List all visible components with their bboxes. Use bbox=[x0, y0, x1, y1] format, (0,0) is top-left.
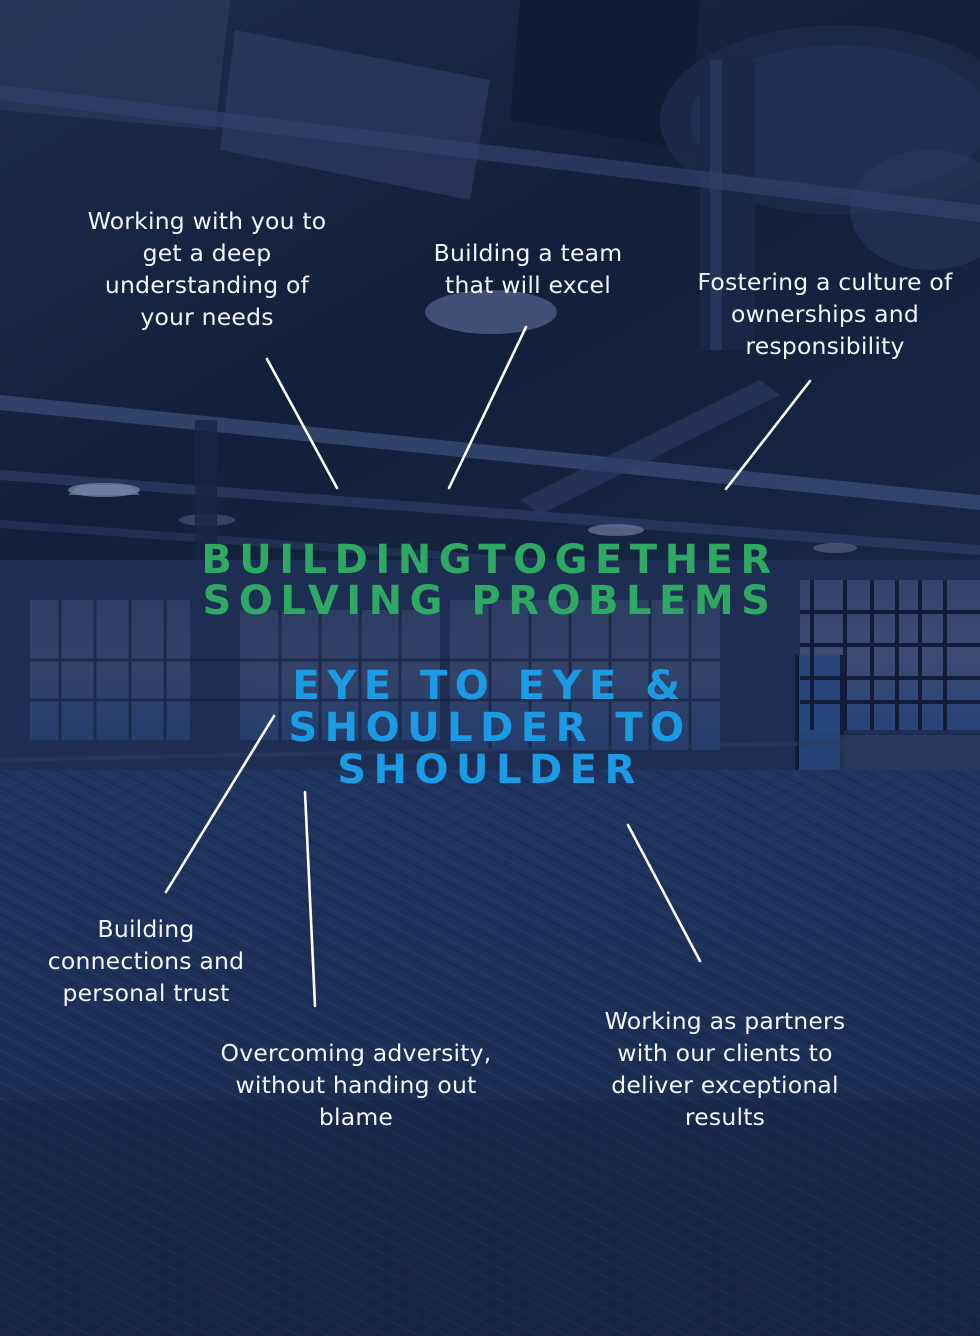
caption-culture-ownership: Fostering a culture of ownerships and re… bbox=[697, 268, 953, 360]
headline-eye-to-eye: EYE TO EYE & SHOULDER TO SHOULDER bbox=[288, 663, 692, 793]
caption-connections-trust: Building connections and personal trust bbox=[47, 915, 245, 1007]
headline-building-together: BUILDINGTOGETHER SOLVING PROBLEMS bbox=[201, 537, 779, 624]
caption-team-excel: Building a team that will excel bbox=[433, 239, 623, 299]
caption-overcoming-adversity: Overcoming adversity, without handing ou… bbox=[220, 1039, 492, 1131]
caption-deep-understanding: Working with you to get a deep understan… bbox=[87, 207, 327, 331]
caption-partners-results: Working as partners with our clients to … bbox=[604, 1007, 846, 1131]
